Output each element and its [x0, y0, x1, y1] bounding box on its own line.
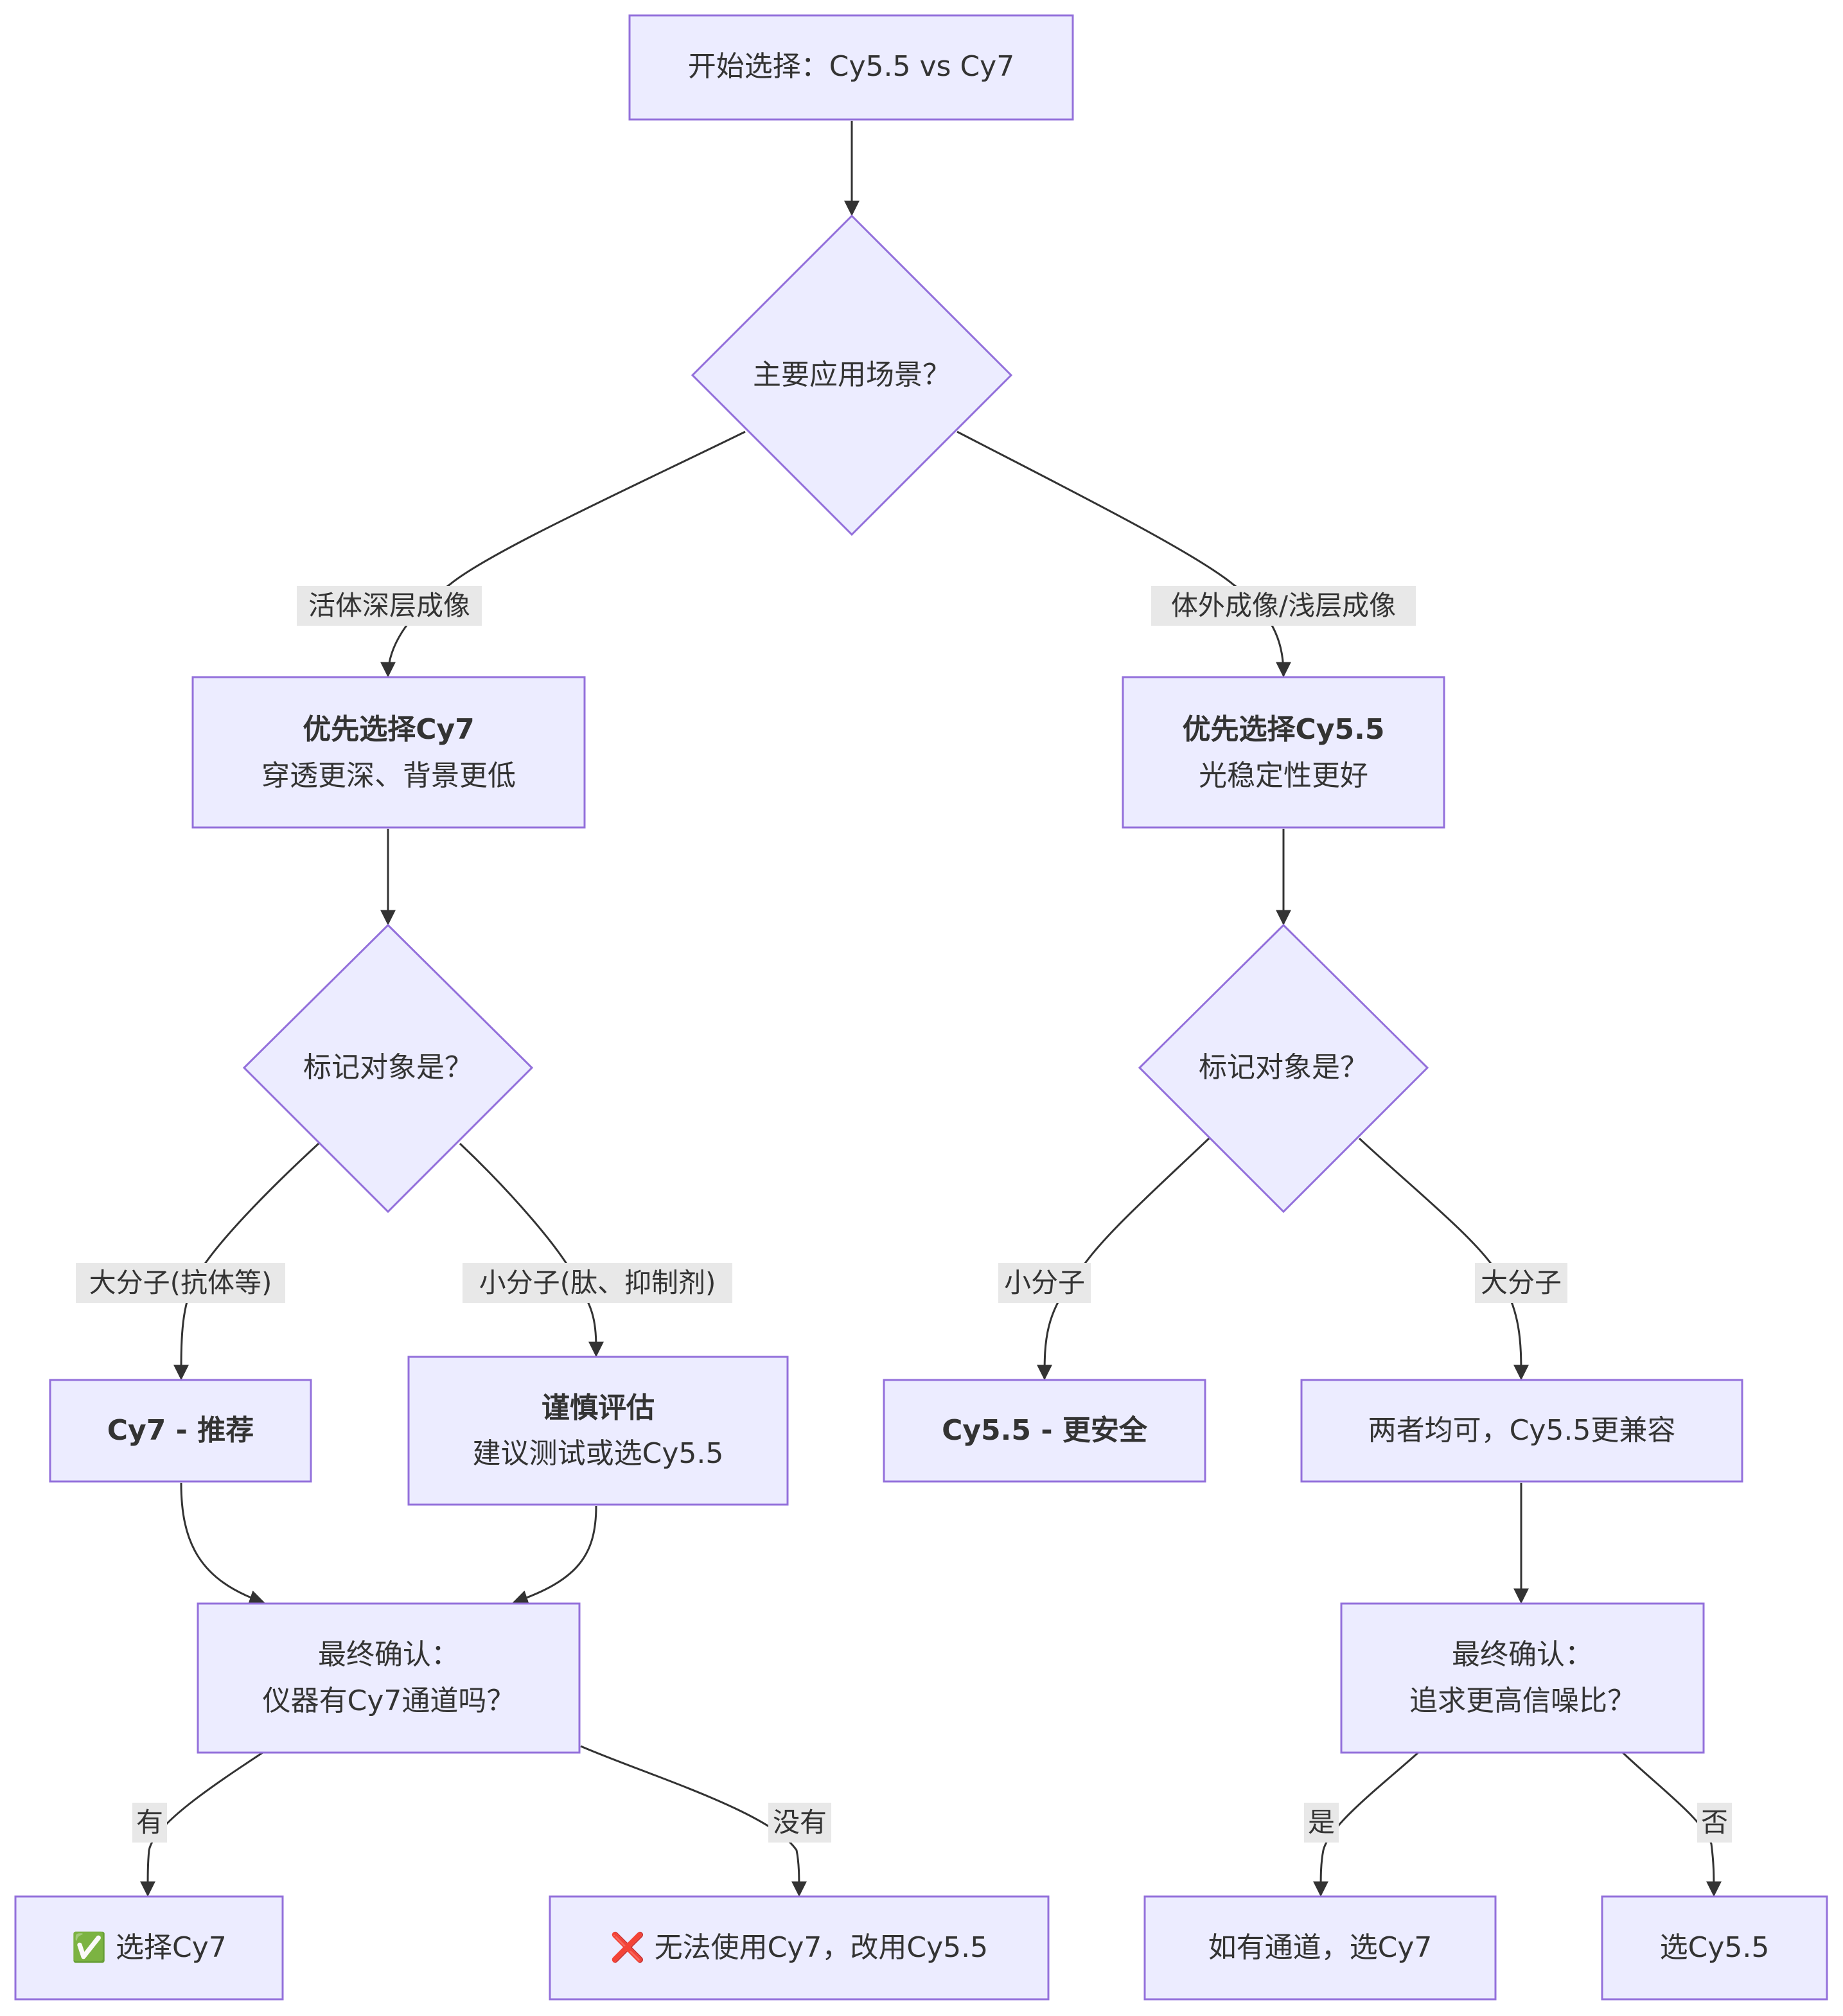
edge-label-has-not: 没有	[768, 1803, 831, 1843]
node-cy7-preferred: 优先选择Cy7 穿透更深、背景更低	[191, 676, 586, 829]
svg-text:大分子: 大分子	[1481, 1267, 1562, 1298]
svg-text:谨慎评估: 谨慎评估	[542, 1392, 655, 1424]
svg-text:建议测试或选Cy5.5: 建议测试或选Cy5.5	[473, 1437, 724, 1470]
svg-text:仪器有Cy7通道吗？: 仪器有Cy7通道吗？	[263, 1684, 515, 1717]
svg-text:没有: 没有	[773, 1807, 827, 1838]
svg-text:Cy5.5 - 更安全: Cy5.5 - 更安全	[942, 1414, 1148, 1447]
edge-careful-to-final-left	[512, 1505, 597, 1605]
svg-text:小分子: 小分子	[1004, 1267, 1085, 1298]
edge-label-large-molecule-ab: 大分子(抗体等)	[76, 1263, 285, 1303]
svg-text:光稳定性更好: 光稳定性更好	[1199, 759, 1368, 792]
svg-text:Cy7 - 推荐: Cy7 - 推荐	[107, 1414, 254, 1447]
svg-text:活体深层成像: 活体深层成像	[308, 590, 470, 621]
node-cy55-safer: Cy5.5 - 更安全	[883, 1379, 1206, 1483]
svg-text:优先选择Cy7: 优先选择Cy7	[303, 713, 475, 746]
node-scene-decision: 主要应用场景？	[691, 214, 1013, 536]
node-both-ok: 两者均可，Cy5.5更兼容	[1300, 1379, 1743, 1483]
svg-text:大分子(抗体等): 大分子(抗体等)	[89, 1267, 272, 1298]
edge-label-has: 有	[132, 1803, 167, 1843]
node-target-right-decision: 标记对象是？	[1138, 923, 1429, 1214]
svg-text:如有通道，选Cy7: 如有通道，选Cy7	[1208, 1931, 1433, 1964]
node-final-left: 最终确认： 仪器有Cy7通道吗？	[197, 1602, 581, 1754]
node-if-channel-cy7: 如有通道，选Cy7	[1143, 1895, 1497, 2001]
node-careful-evaluation: 谨慎评估 建议测试或选Cy5.5	[407, 1356, 789, 1506]
svg-text:有: 有	[136, 1807, 163, 1838]
svg-text:标记对象是？: 标记对象是？	[1199, 1051, 1368, 1084]
svg-text:两者均可，Cy5.5更兼容: 两者均可，Cy5.5更兼容	[1368, 1414, 1676, 1447]
svg-text:是: 是	[1308, 1807, 1335, 1838]
nodes: 开始选择：Cy5.5 vs Cy7 主要应用场景？ 优先选择Cy7 穿透更深、背…	[14, 14, 1828, 2001]
edge-target-left-to-careful	[459, 1142, 604, 1357]
edge-label-invivo-deep: 活体深层成像	[297, 586, 482, 626]
node-start: 开始选择：Cy5.5 vs Cy7	[628, 14, 1074, 121]
edge-target-right-to-cy55-safe	[1037, 1137, 1210, 1381]
svg-text:✅ 选择Cy7: ✅ 选择Cy7	[71, 1931, 227, 1964]
svg-text:优先选择Cy5.5: 优先选择Cy5.5	[1183, 713, 1385, 746]
svg-text:❌ 无法使用Cy7，改用Cy5.5: ❌ 无法使用Cy7，改用Cy5.5	[610, 1931, 988, 1964]
edge-target-right-to-both-ok	[1358, 1137, 1529, 1381]
node-choose-cy55: 选Cy5.5	[1601, 1895, 1828, 2001]
edge-cy7-rec-to-final-left	[180, 1482, 265, 1605]
svg-text:体外成像/浅层成像: 体外成像/浅层成像	[1171, 590, 1396, 621]
edge-label-invitro-shallow: 体外成像/浅层成像	[1151, 586, 1416, 626]
node-choose-cy7: ✅ 选择Cy7	[14, 1895, 284, 2001]
edge-label-large-molecule: 大分子	[1475, 1263, 1567, 1303]
node-cy7-recommended: Cy7 - 推荐	[49, 1379, 312, 1483]
edge-label-small-molecule: 小分子	[998, 1263, 1091, 1303]
svg-text:最终确认：: 最终确认：	[318, 1638, 459, 1671]
edge-labels: 活体深层成像 体外成像/浅层成像 大分子(抗体等) 小分子(肽、抑制剂) 小分子…	[76, 586, 1732, 1843]
svg-text:开始选择：Cy5.5 vs Cy7: 开始选择：Cy5.5 vs Cy7	[688, 50, 1014, 83]
svg-text:小分子(肽、抑制剂): 小分子(肽、抑制剂)	[479, 1267, 716, 1298]
node-cy55-preferred: 优先选择Cy5.5 光稳定性更好	[1122, 676, 1445, 829]
node-target-left-decision: 标记对象是？	[242, 923, 534, 1214]
edge-scene-to-cy7-pref	[380, 430, 746, 678]
svg-text:追求更高信噪比？: 追求更高信噪比？	[1409, 1684, 1636, 1717]
svg-text:最终确认：: 最终确认：	[1452, 1638, 1593, 1671]
node-cannot-use-cy7: ❌ 无法使用Cy7，改用Cy5.5	[549, 1895, 1050, 2001]
svg-text:主要应用场景？: 主要应用场景？	[753, 358, 951, 391]
node-final-right: 最终确认： 追求更高信噪比？	[1340, 1602, 1705, 1754]
edge-label-no: 否	[1697, 1803, 1732, 1843]
edge-target-left-to-cy7-rec	[173, 1142, 320, 1381]
edge-label-yes: 是	[1304, 1803, 1339, 1843]
edge-scene-to-cy55-pref	[957, 430, 1291, 678]
edge-label-small-molecule-pep: 小分子(肽、抑制剂)	[463, 1263, 732, 1303]
svg-text:穿透更深、背景更低: 穿透更深、背景更低	[261, 759, 516, 792]
svg-text:标记对象是？: 标记对象是？	[303, 1051, 473, 1084]
edge-final-left-to-cannot-cy7	[580, 1745, 807, 1897]
svg-text:否: 否	[1701, 1807, 1728, 1838]
svg-text:选Cy5.5: 选Cy5.5	[1660, 1931, 1770, 1964]
